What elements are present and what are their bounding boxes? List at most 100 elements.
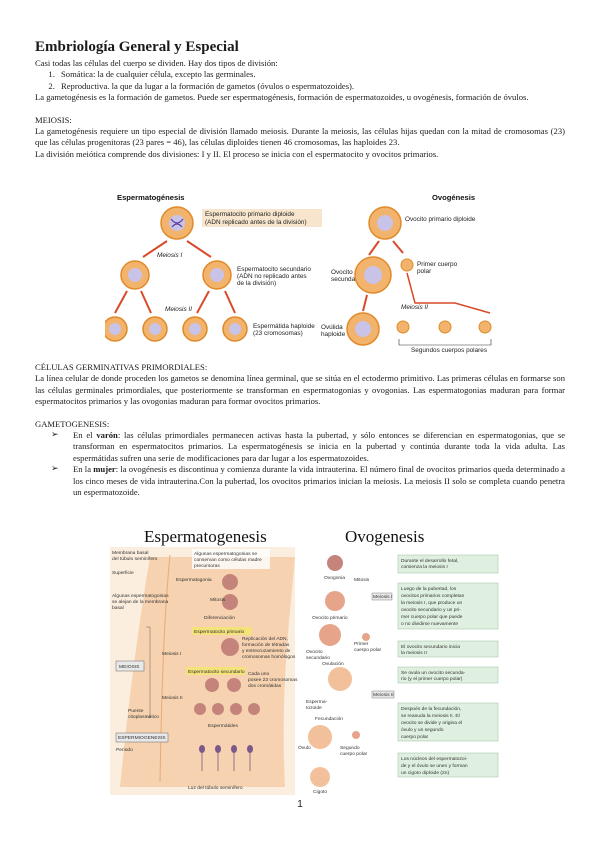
meiosis-heading: MEIOSIS: <box>35 114 72 125</box>
svg-text:la meiosis II: la meiosis II <box>401 650 427 656</box>
svg-text:Luego de la pubertad, los: Luego de la pubertad, los <box>401 586 457 592</box>
fig2-ovo-mitosis-label: Mitosis <box>354 577 370 583</box>
fig2-espermatogonia-label: Espermatogonia <box>176 577 212 583</box>
svg-text:rio (y el primer cuerpo polar): rio (y el primer cuerpo polar) <box>401 676 463 682</box>
gametogenesis-item-female: ➢ En la mujer: la ovogénesis es disconti… <box>51 464 565 498</box>
svg-text:posee 23 cromosomas: posee 23 cromosomas <box>248 677 298 683</box>
fig2-replicacion-label: Replicación del ADN, <box>242 636 288 642</box>
fig2-puente-label: Puente <box>128 708 144 714</box>
gametogenesis-item-male: ➢ En el varón: las células primordiales … <box>51 430 566 463</box>
svg-text:Los núcleos del espermatozoi-: Los núcleos del espermatozoi- <box>401 756 468 762</box>
fig2-esperma-label: Esperma- <box>306 699 328 705</box>
svg-text:mer cuerpo polar que puede: mer cuerpo polar que puede <box>401 614 463 620</box>
fig2-mitosis-label: Mitosis <box>210 597 226 603</box>
fig2-ovo-meiosis2-label: Meiosis II <box>373 692 394 698</box>
svg-text:cuerpo polar: cuerpo polar <box>354 647 382 653</box>
fig1-sperm-primary-label: Espermatocito primario diploide <box>205 211 295 218</box>
fig2-cigoto-label: Cigoto <box>313 789 327 795</box>
gametogenesis-figure: Espermatogenesis Ovogenesis Membrana bas… <box>110 527 499 795</box>
fig2-espermatides-label: Espermátides <box>208 723 238 729</box>
svg-text:secundario: secundario <box>306 655 330 661</box>
svg-text:del túbulo seminífero: del túbulo seminífero <box>112 556 158 562</box>
fig2-algunas-label: Algunas espermatogonias <box>112 593 169 599</box>
fig1-haploid-label: Espermátida haploide <box>253 323 315 330</box>
document-title: Embriología General y Especial <box>35 39 239 55</box>
svg-text:dos cromátidas: dos cromátidas <box>248 683 282 689</box>
cgp-paragraph: La línea celular de donde proceden los g… <box>35 373 565 407</box>
svg-text:de y el óvulo se unen y forman: de y el óvulo se unen y forman <box>401 763 468 769</box>
fig2-luz-label: Luz del túbulo seminífero <box>188 785 243 791</box>
fig1-title-right: Ovogénesis <box>432 193 475 202</box>
fig2-ovocito-primario-label: Ovocito primario <box>312 615 348 621</box>
fig2-title-left: Espermatogenesis <box>144 527 267 546</box>
fig1-title-left: Espermatogénesis <box>117 193 185 202</box>
arrow-bullet-icon: ➢ <box>51 464 59 475</box>
svg-text:conservan como células madre: conservan como células madre <box>194 557 262 563</box>
division-type-item: Somática: la de cualquier célula, except… <box>57 69 565 80</box>
gametogenesis-definition: La gametogénesis es la formación de game… <box>35 92 529 103</box>
svg-text:ovocito se divide y origina el: ovocito se divide y origina el <box>401 720 462 726</box>
fig2-meiosis1-label: Meiosis I <box>162 651 181 657</box>
fig2-superficie-label: Superficie <box>112 570 134 576</box>
fig1-ovo-primary-cell <box>368 206 402 240</box>
svg-text:comienza la meiosis I: comienza la meiosis I <box>401 564 448 570</box>
fig2-title-right: Ovogenesis <box>345 527 424 546</box>
svg-text:Durante el desarrollo fetal,: Durante el desarrollo fetal, <box>401 558 458 564</box>
division-type-item: Reproductiva. la que da lugar a la forma… <box>57 81 565 92</box>
svg-text:cromosomas homólogos: cromosomas homólogos <box>242 654 296 660</box>
division-types-list: Somática: la de cualquier célula, except… <box>57 69 565 92</box>
svg-text:cuerpo polar: cuerpo polar <box>401 734 429 740</box>
arrow-bullet-icon: ➢ <box>51 430 59 441</box>
fig1-sperm-secondary-label: Espermatocito secundario <box>237 266 311 273</box>
fig1-meiosis2-right: Meiosis II <box>401 304 428 311</box>
fig1-first-polar-label2: polar <box>417 268 432 275</box>
fig1-haploid-note: (23 cromosomas) <box>253 330 303 337</box>
fig2-cada-label: Cada uno <box>248 671 269 677</box>
fig1-meiosis1-left: Meiosis I <box>157 252 182 259</box>
fig1-sperm-secondary-note2: de la división) <box>237 280 276 287</box>
svg-text:El ovocito secundario inicia: El ovocito secundario inicia <box>401 644 460 650</box>
fig2-ovulacion-label: Ovulación <box>322 661 344 667</box>
gametogenesis-list: ➢ En el varón: las células primordiales … <box>47 430 565 498</box>
fig2-membrana-label: Membrana basal <box>112 550 148 556</box>
fig1-ovo-secondary-label2: secundario <box>331 276 363 283</box>
svg-text:Se ovula un ovocito secunda-: Se ovula un ovocito secunda- <box>401 670 466 676</box>
document-body-lower: CÉLULAS GERMINATIVAS PRIMORDIALES: La lí… <box>35 362 565 498</box>
svg-text:y entrecruzamiento de: y entrecruzamiento de <box>242 648 291 654</box>
meiosis-paragraph-2: La división meiótica comprende dos divis… <box>35 148 439 159</box>
fig2-sperm-cells <box>199 745 253 771</box>
fig2-meiosis2-label: Meiosis II <box>162 695 183 701</box>
fig1-sperm-primary-cell <box>160 206 194 240</box>
svg-text:se reanuda la meiosis II. El: se reanuda la meiosis II. El <box>401 713 460 719</box>
svg-text:ovocito secundario y un pri-: ovocito secundario y un pri- <box>401 607 461 613</box>
fig1-ovum-cell <box>346 312 492 346</box>
svg-text:tozoide: tozoide <box>306 705 322 711</box>
meiosis-figure: Espermatogénesis Ovogénesis Espermatocit… <box>105 193 492 354</box>
fig2-segundo-cuerpo-label: Segundo <box>340 745 360 751</box>
fig2-primario-label: Espermatocito primario <box>194 629 245 635</box>
fig2-meiosis-label: MEIOSIS <box>119 664 140 670</box>
cgp-heading: CÉLULAS GERMINATIVAS PRIMORDIALES: <box>35 362 208 372</box>
fig1-sperm-secondary-note1: (ADN no replicado antes <box>237 273 307 280</box>
fig1-sperm-primary-note: (ADN replicado antes de la división) <box>205 219 307 226</box>
gametogenesis-heading: GAMETOGENESIS: <box>35 418 110 429</box>
fig1-ovo-primary-label: Ovocito primario diploide <box>405 216 476 223</box>
fig2-fecundacion-label: Fecundación <box>315 716 343 722</box>
fig2-ovulo-label: Óvulo <box>298 744 311 751</box>
svg-text:se alejan de la membrana: se alejan de la membrana <box>112 599 169 605</box>
fig1-sperm-secondary-cells <box>120 260 232 290</box>
fig1-ovum-label: Ovúlida <box>321 324 343 331</box>
fig1-first-polar-label: Primer cuerpo <box>417 261 458 268</box>
page-number: 1 <box>297 799 303 810</box>
svg-text:precursoras: precursoras <box>194 563 220 569</box>
svg-text:o no dividirse nuevamente: o no dividirse nuevamente <box>401 621 458 627</box>
document-body: Embriología General y Especial Casi toda… <box>35 38 565 160</box>
fig2-ovogonia-label: Ovogonia <box>324 575 345 581</box>
svg-text:Después de la fecundación,: Después de la fecundación, <box>401 706 461 712</box>
svg-text:un cigoto diploide (2n): un cigoto diploide (2n) <box>401 770 449 776</box>
fig2-note-boxes: Durante el desarrollo fetal, comienza la… <box>397 554 499 778</box>
fig2-gonias-note: Algunas espermatogonias se <box>194 551 257 557</box>
fig2-ovocito-secundario-label: Ovocito <box>306 649 323 655</box>
fig1-ovum-label2: haploide <box>321 331 346 338</box>
